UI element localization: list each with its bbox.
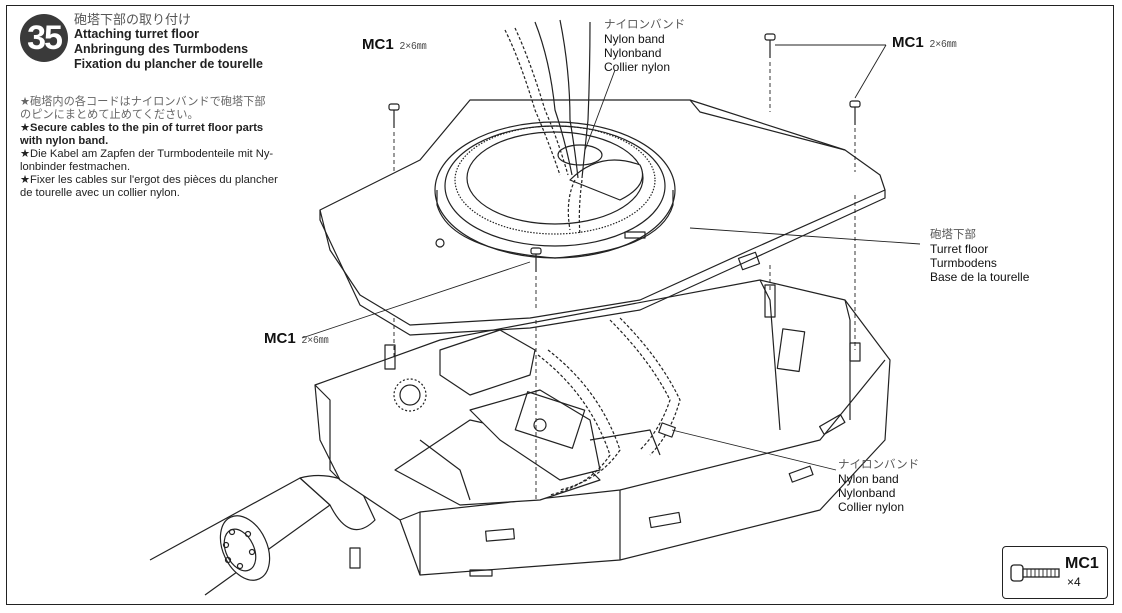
screw-size: 2×6㎜ xyxy=(399,41,427,52)
note-fr-2: de tourelle avec un collier nylon. xyxy=(20,187,180,199)
callout-turret-floor-jp: 砲塔下部 xyxy=(930,229,976,241)
gun-barrel xyxy=(149,474,376,596)
parts-count-box: MC1 ×4 xyxy=(1002,546,1108,599)
callout-nylon-top-fr: Collier nylon xyxy=(604,60,671,74)
callout-nylon-top-en: Nylon band xyxy=(604,32,665,46)
callout-turret-floor-en: Turret floor xyxy=(930,242,989,256)
callout-nylon-bottom-de: Nylonband xyxy=(838,486,896,500)
assembly-notes: ★砲塔内の各コードはナイロンバンドで砲塔下部 のピンにまとめて止めてください。 … xyxy=(20,96,310,200)
page-frame xyxy=(6,5,1114,605)
screw-callout-right-top: MC1 2×6㎜ xyxy=(892,34,957,51)
callout-nylon-bottom-jp: ナイロンバンド xyxy=(838,459,920,471)
screw-callout-left-top: MC1 2×6㎜ xyxy=(362,36,427,53)
callout-nylon-top-jp: ナイロンバンド xyxy=(604,19,686,31)
screw-size: 2×6㎜ xyxy=(301,335,329,346)
callout-nylon-band-top: ナイロンバンド Nylon band Nylonband Collier nyl… xyxy=(604,18,685,74)
screw-code: MC1 xyxy=(264,330,296,347)
assembly-guides xyxy=(393,62,856,500)
screw-code: MC1 xyxy=(362,36,394,53)
title-de: Anbringung des Turmbodens xyxy=(74,42,249,56)
note-en-2: with nylon band. xyxy=(20,135,109,147)
parts-quantity: ×4 xyxy=(1067,575,1081,589)
note-jp-1: ★砲塔内の各コードはナイロンバンドで砲塔下部 xyxy=(20,96,266,108)
callout-nylon-bottom-fr: Collier nylon xyxy=(838,500,905,514)
screw-icon xyxy=(1010,564,1060,582)
step-number-badge: 35 xyxy=(20,14,68,62)
turret-floor-plate xyxy=(319,99,886,336)
parts-code: MC1 xyxy=(1065,555,1099,572)
leader-lines xyxy=(301,44,921,471)
note-fr-1: ★Fixer les cables sur l'ergot des pièces… xyxy=(20,174,278,186)
step-title: 砲塔下部の取り付け Attaching turret floor Anbring… xyxy=(74,12,263,72)
turret-hull xyxy=(314,279,891,577)
screw-size: 2×6㎜ xyxy=(929,39,957,50)
screw-code: MC1 xyxy=(892,34,924,51)
callout-nylon-top-de: Nylonband xyxy=(604,46,662,60)
note-de-2: lonbinder festmachen. xyxy=(20,161,131,173)
turret-mechanism xyxy=(393,317,681,506)
callout-turret-floor-de: Turmbodens xyxy=(930,256,997,270)
note-de-1: ★Die Kabel am Zapfen der Turmbodenteile … xyxy=(20,148,274,160)
title-jp: 砲塔下部の取り付け xyxy=(74,12,192,27)
note-en-1: ★Secure cables to the pin of turret floo… xyxy=(20,122,264,134)
turret-cables xyxy=(504,19,603,236)
callout-turret-floor-fr: Base de la tourelle xyxy=(930,270,1030,284)
callout-turret-floor: 砲塔下部 Turret floor Turmbodens Base de la … xyxy=(930,228,1029,284)
note-jp-2: のピンにまとめて止めてください。 xyxy=(20,109,199,121)
screw-callout-left-mid: MC1 2×6㎜ xyxy=(264,330,329,347)
callout-nylon-band-bottom: ナイロンバンド Nylon band Nylonband Collier nyl… xyxy=(838,458,919,514)
title-en: Attaching turret floor xyxy=(74,27,199,41)
callout-nylon-bottom-en: Nylon band xyxy=(838,472,899,486)
title-fr: Fixation du plancher de tourelle xyxy=(74,57,263,71)
screws xyxy=(388,33,861,272)
